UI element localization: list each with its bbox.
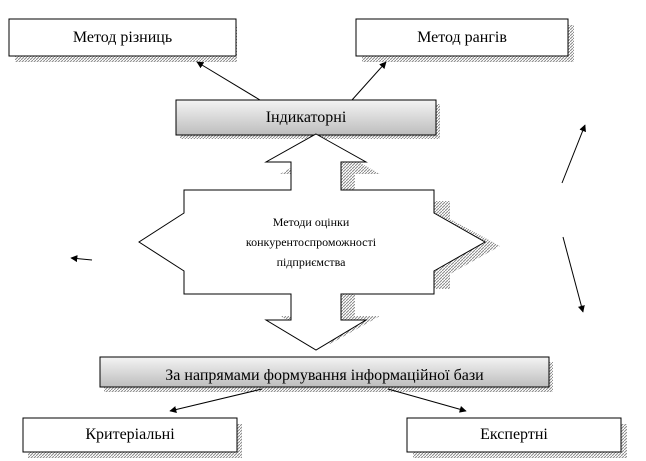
arrow-to-expert [387, 388, 467, 413]
criteria-box [22, 417, 242, 458]
method-differences-box [8, 18, 237, 62]
arrow-to-method-ranks [351, 61, 387, 101]
indicator-bar [175, 99, 440, 139]
method-ranks-box [355, 18, 574, 62]
stray-arrow-down-right [562, 236, 585, 313]
expert-box [406, 417, 627, 458]
four-way-arrow [138, 133, 487, 351]
arrow-to-method-differences [196, 61, 261, 101]
information-base-bar [99, 356, 553, 392]
stray-arrow-up-right [561, 124, 586, 184]
arrow-to-criteria [169, 388, 263, 413]
stray-arrow-left [70, 255, 93, 263]
